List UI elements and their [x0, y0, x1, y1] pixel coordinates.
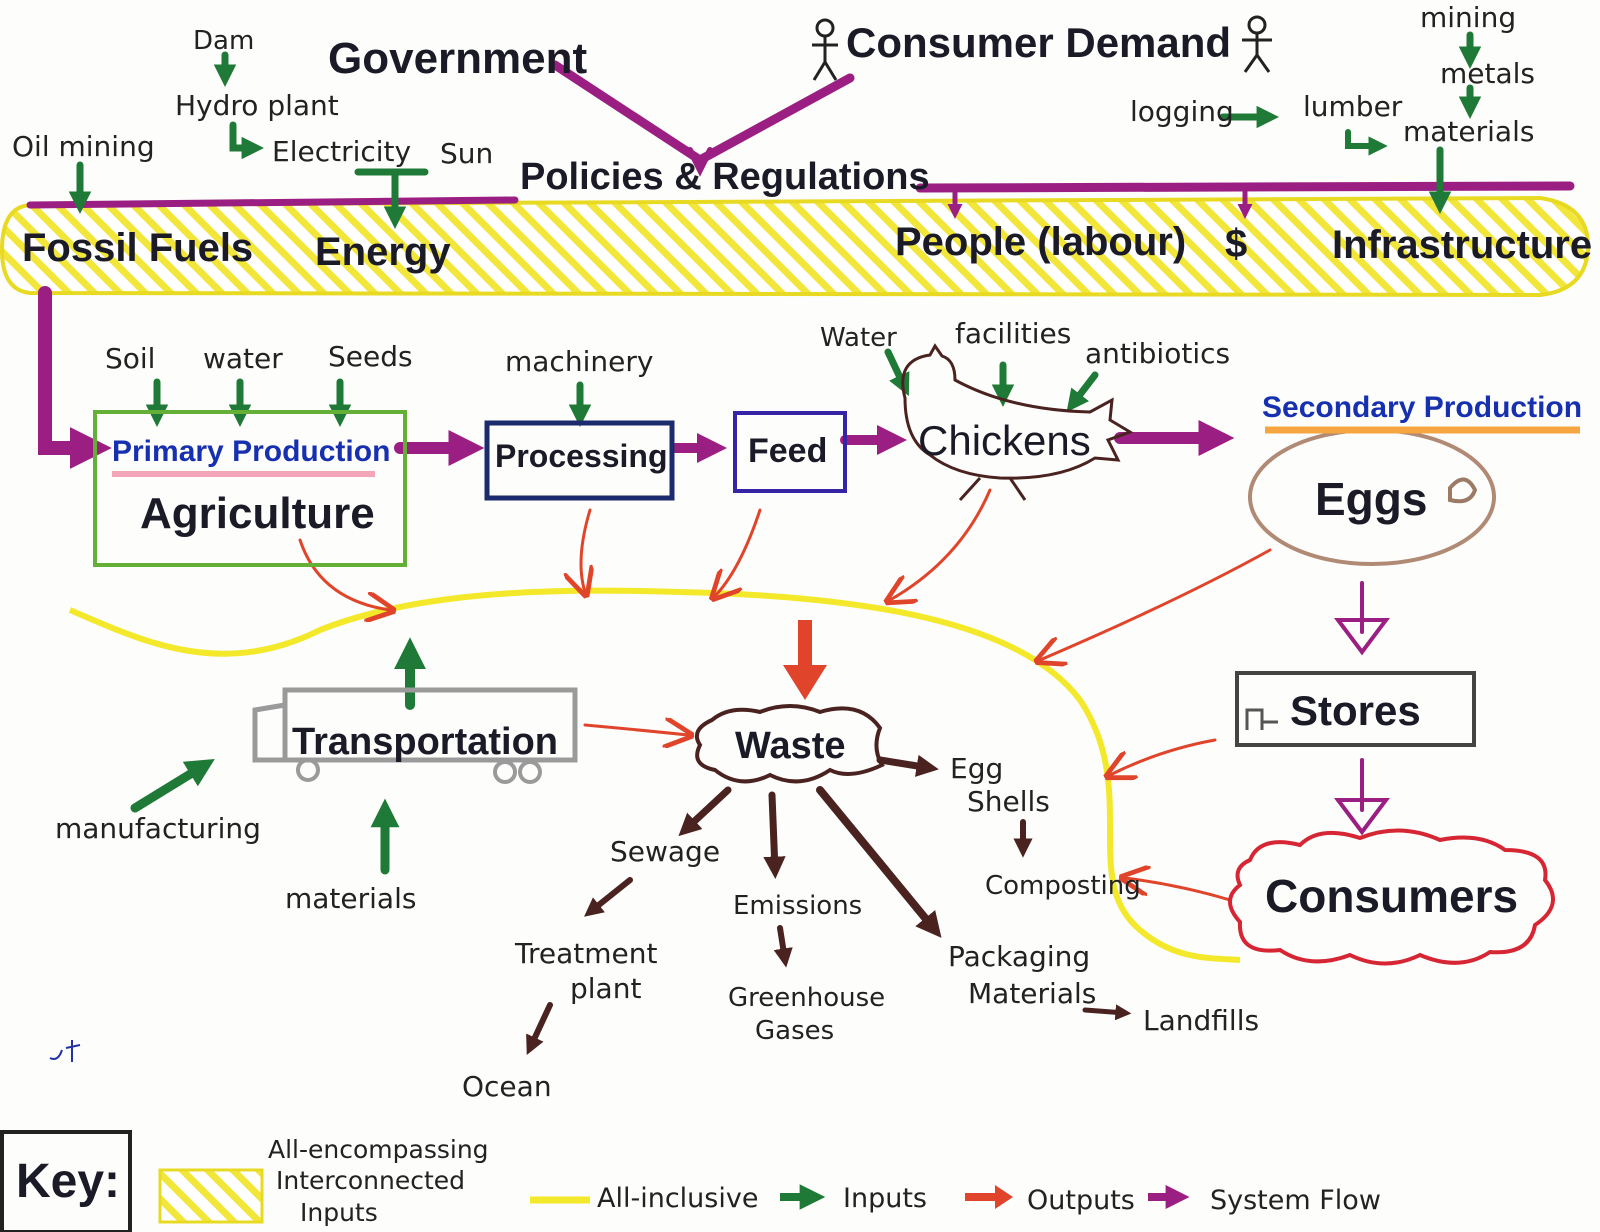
- key-item5: System Flow: [1210, 1185, 1381, 1216]
- stick-figure-left-icon: [812, 18, 838, 81]
- hydro-plant-label: Hydro plant: [175, 89, 339, 122]
- lumber-label: lumber: [1303, 90, 1403, 123]
- oil-mining-label: Oil mining: [12, 130, 155, 163]
- infrastructure-label: Infrastructure: [1332, 223, 1593, 267]
- packaging-line1-label: Packaging: [948, 940, 1091, 973]
- consumers-label: Consumers: [1265, 870, 1519, 922]
- chickens-label: Chickens: [918, 417, 1091, 464]
- stores-box: [1235, 671, 1476, 747]
- secondary-production-label: Secondary Production: [1262, 391, 1583, 424]
- agriculture-box: [93, 410, 407, 567]
- transport-materials-label: materials: [285, 882, 417, 915]
- key-hatch-swatch: [158, 1168, 264, 1224]
- packaging-line2-label: Materials: [968, 977, 1097, 1010]
- people-labour-label: People (labour): [895, 220, 1187, 264]
- policies-label: Policies & Regulations: [520, 156, 930, 198]
- stick-figure-right-icon: [1242, 15, 1272, 73]
- consumers-cloud: [1228, 828, 1555, 966]
- key-item2: All-inclusive: [597, 1183, 759, 1214]
- emissions-label: Emissions: [733, 891, 863, 921]
- key-item1-line1: All-encompassing: [268, 1135, 489, 1164]
- machinery-label: machinery: [505, 345, 654, 378]
- waste-splat: [695, 704, 885, 784]
- fossil-fuels-label: Fossil Fuels: [22, 226, 254, 270]
- output-arrows: [298, 488, 1272, 902]
- greenhouse-line1-label: Greenhouse: [728, 983, 886, 1013]
- processing-label: Processing: [495, 438, 668, 474]
- treatment-plant-line1-label: Treatment: [515, 937, 658, 970]
- waste-label: Waste: [735, 725, 846, 767]
- facilities-label: facilities: [955, 317, 1072, 350]
- greenhouse-line2-label: Gases: [755, 1016, 835, 1046]
- seeds-label: Seeds: [328, 340, 413, 373]
- primary-production-label: Primary Production: [112, 435, 391, 468]
- egg-shape-icon: [1448, 477, 1478, 504]
- government-label: Government: [328, 34, 588, 83]
- consumer-demand-label: Consumer Demand: [846, 19, 1232, 66]
- soil-label: Soil: [105, 342, 156, 375]
- water2-label: Water: [820, 323, 897, 353]
- top-materials-label: materials: [1403, 115, 1535, 148]
- waste-flow-arrows: [526, 754, 1132, 1055]
- metals-label: metals: [1440, 57, 1536, 90]
- treatment-plant-line2-label: plant: [570, 972, 642, 1005]
- eggs-label: Eggs: [1315, 473, 1428, 525]
- waste-main-arrowhead: [783, 665, 827, 700]
- all-inclusive-curve: [68, 587, 1241, 963]
- sewage-label: Sewage: [610, 835, 721, 868]
- transportation-label: Transportation: [292, 721, 559, 763]
- signature-mark: [49, 1040, 81, 1062]
- key-item4: Outputs: [1027, 1185, 1135, 1216]
- landfills-label: Landfills: [1143, 1004, 1260, 1037]
- truck-wheel-front: [296, 758, 320, 782]
- composting-label: Composting: [985, 871, 1141, 901]
- system-flow-arrows: [26, 60, 1575, 836]
- feed-label: Feed: [748, 432, 828, 470]
- agriculture-label: Agriculture: [140, 489, 375, 538]
- manufacturing-label: manufacturing: [55, 812, 261, 845]
- key-title: Key:: [16, 1155, 121, 1208]
- mining-label: mining: [1420, 1, 1517, 34]
- truck-outline: [252, 687, 578, 763]
- electricity-label: Electricity: [272, 135, 412, 168]
- feed-box: [733, 411, 847, 493]
- water-label: water: [203, 342, 283, 375]
- key-title-box: [0, 1130, 132, 1232]
- stores-label: Stores: [1290, 687, 1421, 734]
- money-label: $: [1225, 222, 1248, 266]
- truck-wheel-rear-1: [493, 760, 517, 784]
- truck-wheel-rear-2: [518, 760, 542, 784]
- processing-box: [484, 420, 675, 501]
- sun-label: Sun: [440, 137, 494, 170]
- dam-label: Dam: [193, 26, 255, 56]
- key-item1-line3: Inputs: [300, 1198, 378, 1227]
- key-item1-line2: Interconnected: [276, 1166, 466, 1195]
- stores-building-icon: [1245, 708, 1278, 730]
- ocean-label: Ocean: [462, 1070, 552, 1103]
- antibiotics-label: antibiotics: [1085, 337, 1231, 370]
- logging-label: logging: [1130, 95, 1234, 128]
- energy-label: Energy: [315, 230, 451, 274]
- egg-shells-line1-label: Egg: [950, 752, 1004, 785]
- egg-shells-line2-label: Shells: [967, 785, 1050, 818]
- key-item3: Inputs: [843, 1183, 927, 1214]
- chicken-outline: [901, 343, 1134, 502]
- key-outputs-arrowhead: [995, 1185, 1013, 1209]
